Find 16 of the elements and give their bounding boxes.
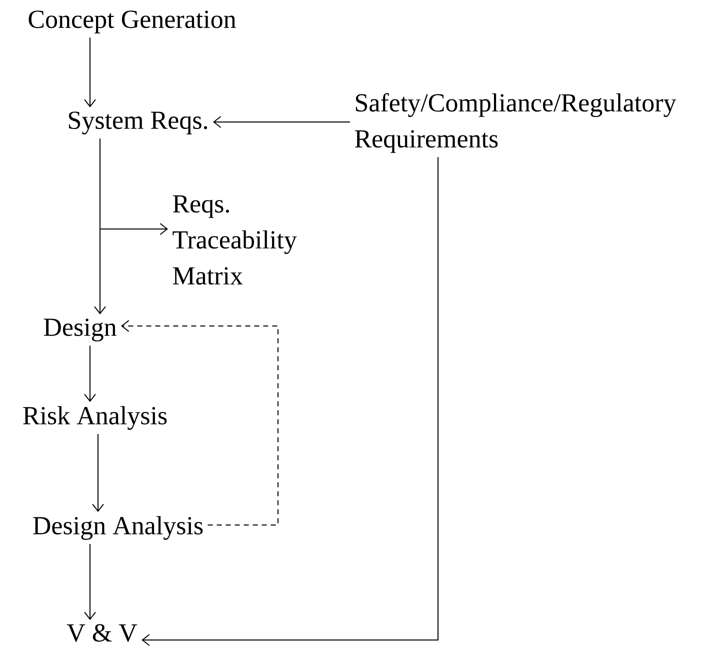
arrow <box>142 156 438 646</box>
arrow <box>100 138 168 235</box>
text-label: Design Analysis <box>33 516 203 540</box>
text-label: Concept Generation <box>28 10 236 34</box>
text-label: V & V <box>66 624 138 642</box>
text-label: Design <box>44 318 116 342</box>
text-label: System Reqs. <box>68 112 208 134</box>
text-label: Reqs. Traceability Matrix <box>172 195 297 285</box>
arrow <box>212 116 350 128</box>
arrow <box>84 37 96 108</box>
arrow <box>92 434 104 512</box>
arrow <box>121 320 278 526</box>
arrow <box>84 544 96 620</box>
text-label: Safety/Compliance/Regulatory Requirements <box>354 93 676 153</box>
text-label: Risk Analysis <box>23 406 167 430</box>
arrow <box>84 345 96 402</box>
